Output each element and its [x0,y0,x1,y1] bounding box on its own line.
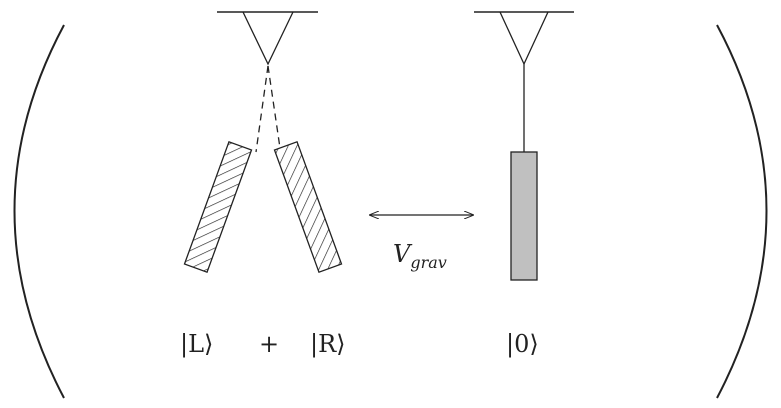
state-zero-label: |0⟩ [506,330,539,359]
plus-sign: + [259,330,279,358]
right-branch-string [267,65,281,149]
state-right-label: |R⟩ [310,330,346,359]
right-bracket [716,24,768,399]
hatched-mass-right [273,140,343,274]
left-bracket [13,24,65,399]
right-pivot-triangle [499,11,549,66]
state-left-label: |L⟩ [180,330,213,359]
potential-label: Vgrav [393,240,447,272]
left-branch-string [255,65,269,153]
potential-subscript: grav [410,253,446,272]
hatched-mass-left [183,140,253,274]
reference-pendulum [474,11,574,281]
gray-mass [510,151,538,281]
superposition-pendulum [183,11,343,274]
potential-main: V [393,240,413,268]
left-pivot-triangle [242,11,294,66]
